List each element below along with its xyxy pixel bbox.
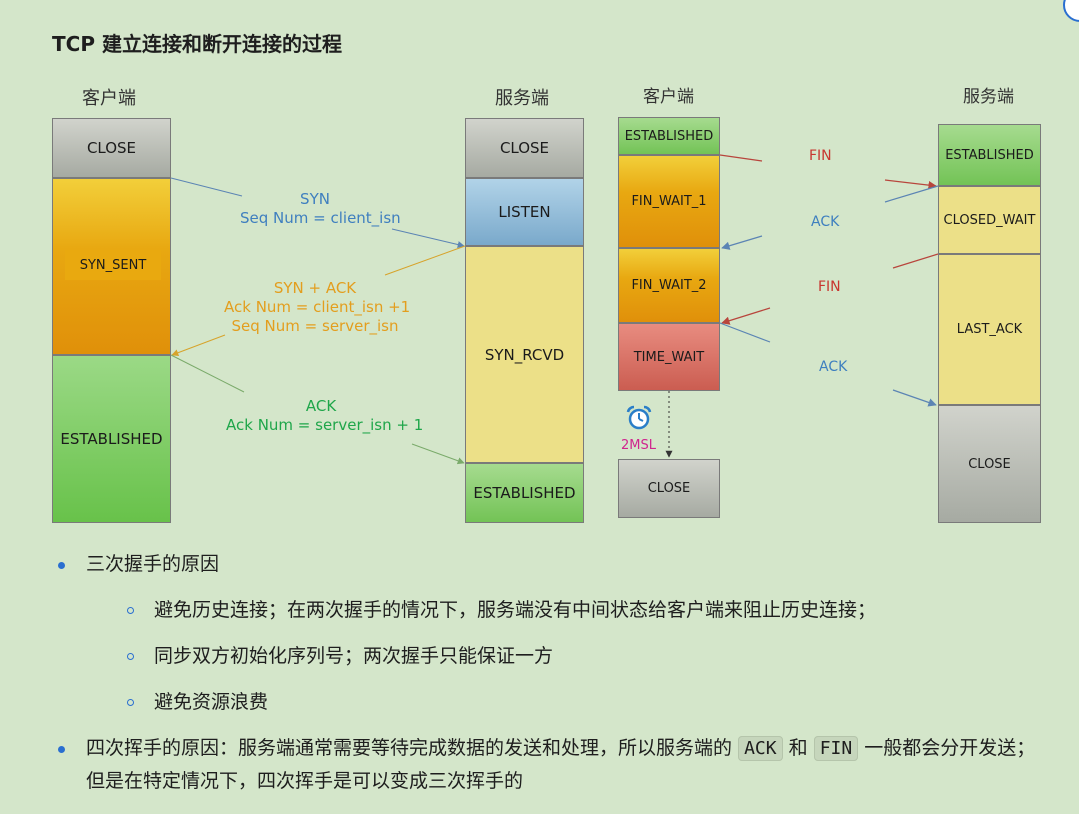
diagram-arrows bbox=[170, 154, 939, 465]
timer-label: 2MSL bbox=[621, 438, 656, 453]
msg-syn-ack: SYN + ACK Ack Num = client_isn +1 Seq Nu… bbox=[224, 279, 411, 335]
server-state-listen: LISTEN bbox=[465, 178, 584, 246]
reason-item: 同步双方初始化序列号；两次握手只能保证一方 bbox=[86, 640, 1042, 673]
handshake-server-label: 服务端 bbox=[495, 88, 549, 109]
td-client-close: CLOSE bbox=[618, 459, 720, 518]
bullet-circle bbox=[127, 699, 134, 706]
msg-ack: ACK Ack Num = server_isn + 1 bbox=[226, 397, 424, 434]
list-item-four-way: 四次挥手的原因：服务端通常需要等待完成数据的发送和处理，所以服务端的 ACK 和… bbox=[52, 732, 1042, 798]
td-msg-fin-1: FIN bbox=[809, 148, 832, 164]
td-server-last-ack: LAST_ACK bbox=[938, 254, 1041, 405]
teardown-client-label: 客户端 bbox=[643, 87, 694, 107]
td-server-established: ESTABLISHED bbox=[938, 124, 1041, 186]
client-state-close: CLOSE bbox=[52, 118, 171, 178]
bullet-dot bbox=[58, 562, 65, 569]
client-state-syn-sent: SYN_SENT bbox=[65, 250, 161, 280]
td-msg-fin-2: FIN bbox=[818, 279, 841, 295]
td-msg-ack-2: ACK bbox=[819, 359, 848, 375]
bullet-circle bbox=[127, 653, 134, 660]
teardown-server-label: 服务端 bbox=[963, 87, 1014, 107]
alarm-clock-icon bbox=[625, 404, 653, 432]
server-state-close: CLOSE bbox=[465, 118, 584, 178]
list-item-three-way: 三次握手的原因 避免历史连接；在两次握手的情况下，服务端没有中间状态给客户端来阻… bbox=[52, 548, 1042, 719]
client-state-syn-sent-box: SYN_SENT bbox=[52, 178, 171, 355]
code-fin: FIN bbox=[813, 736, 859, 761]
server-state-established: ESTABLISHED bbox=[465, 463, 584, 523]
bullet-circle bbox=[127, 607, 134, 614]
td-msg-ack-1: ACK bbox=[811, 214, 840, 230]
bullet-dot bbox=[58, 746, 65, 753]
handshake-client-label: 客户端 bbox=[82, 88, 136, 109]
page-title: TCP 建立连接和断开连接的过程 bbox=[52, 32, 342, 56]
msg-syn: SYN Seq Num = client_isn bbox=[240, 190, 401, 227]
td-server-close: CLOSE bbox=[938, 405, 1041, 523]
code-ack: ACK bbox=[738, 736, 783, 761]
td-client-established: ESTABLISHED bbox=[618, 117, 720, 155]
client-state-established: ESTABLISHED bbox=[52, 355, 171, 523]
reason-item: 避免资源浪费 bbox=[86, 686, 1042, 719]
td-client-fin-wait-1: FIN_WAIT_1 bbox=[618, 155, 720, 248]
td-server-closed-wait: CLOSED_WAIT bbox=[938, 186, 1041, 254]
reason-item: 避免历史连接；在两次握手的情况下，服务端没有中间状态给客户端来阻止历史连接； bbox=[86, 594, 1042, 627]
td-client-fin-wait-2: FIN_WAIT_2 bbox=[618, 248, 720, 323]
td-client-time-wait: TIME_WAIT bbox=[618, 323, 720, 391]
notes-list: 三次握手的原因 避免历史连接；在两次握手的情况下，服务端没有中间状态给客户端来阻… bbox=[52, 548, 1042, 798]
server-state-syn-rcvd: SYN_RCVD bbox=[465, 246, 584, 463]
